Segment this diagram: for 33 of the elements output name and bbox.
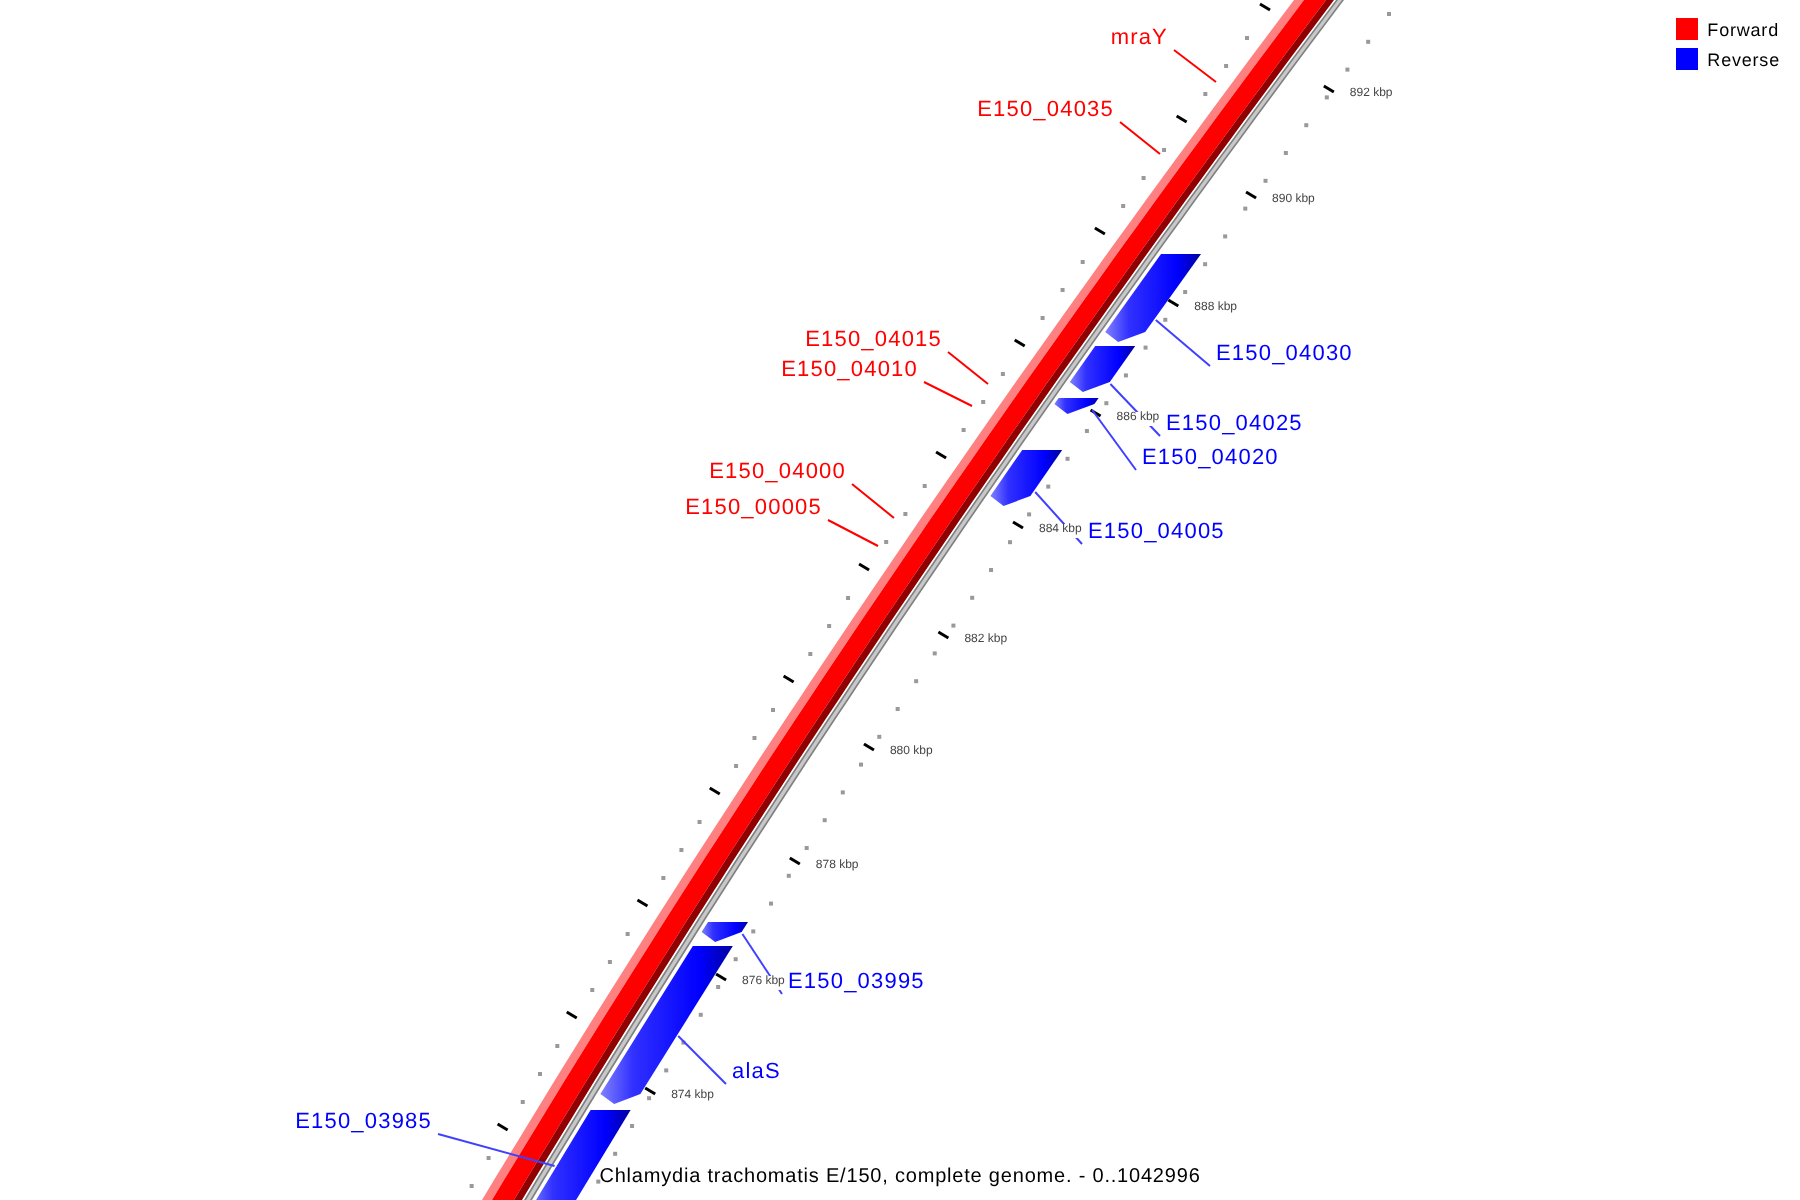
gene-label: E150_03995 (788, 970, 925, 994)
leader-line (1109, 383, 1161, 437)
reverse-gene-feature (600, 946, 733, 1104)
reverse-gene-feature (1054, 398, 1099, 414)
leader-line (1173, 49, 1217, 83)
leader-line (437, 1133, 556, 1167)
gene-label: E150_00005 (685, 496, 822, 520)
gene-label: E150_04005 (1088, 520, 1225, 544)
gene-label: E150_04025 (1166, 412, 1303, 436)
leader-line (1034, 491, 1083, 545)
gene-label: E150_04010 (781, 358, 918, 382)
gene-label: E150_04030 (1216, 342, 1353, 366)
legend-label: Reverse (1707, 49, 1780, 69)
gene-label: E150_03985 (295, 1110, 432, 1134)
leader-line (923, 381, 973, 407)
reverse-gene-feature (701, 922, 748, 942)
leader-line (677, 1035, 727, 1085)
gene-label: E150_04020 (1142, 446, 1279, 470)
leader-line (1154, 319, 1211, 367)
gene-label: alaS (732, 1060, 781, 1084)
leader-line (827, 519, 879, 547)
gene-label: E150_04035 (977, 98, 1114, 122)
leader-line (1119, 121, 1161, 155)
gene-label: E150_04015 (805, 328, 942, 352)
legend-label: Forward (1707, 19, 1779, 39)
leader-line (851, 483, 895, 519)
caption: Chlamydia trachomatis E/150, complete genome. - 0..1042996 (599, 1166, 1201, 1188)
gene-label: E150_04000 (709, 460, 846, 484)
reverse-gene-feature (990, 450, 1063, 506)
gene-label: mraY (1110, 26, 1168, 50)
reverse-gene-feature (1069, 346, 1136, 392)
leader-line (947, 351, 989, 385)
leader-line (1091, 409, 1137, 471)
